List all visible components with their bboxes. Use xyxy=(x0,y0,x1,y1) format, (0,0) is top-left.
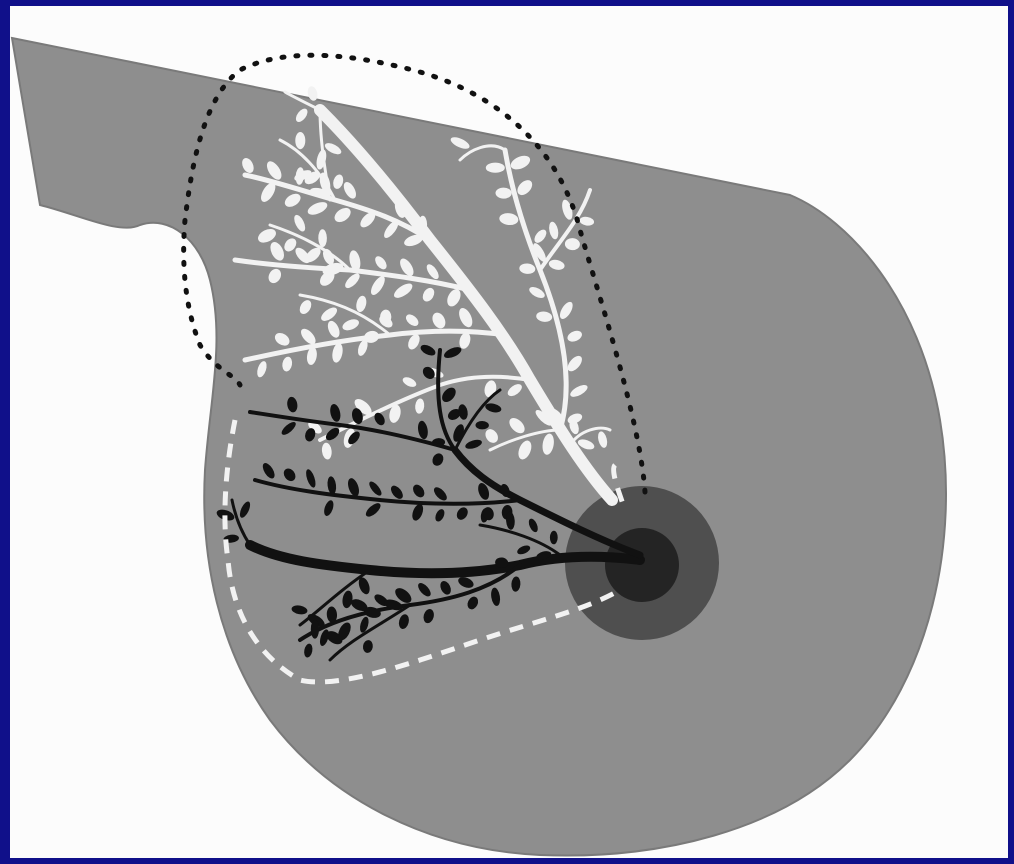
nipple xyxy=(605,528,679,602)
lobule-leaf xyxy=(486,163,505,173)
lobule-leaf xyxy=(295,132,305,149)
lobule-leaf xyxy=(311,620,319,639)
